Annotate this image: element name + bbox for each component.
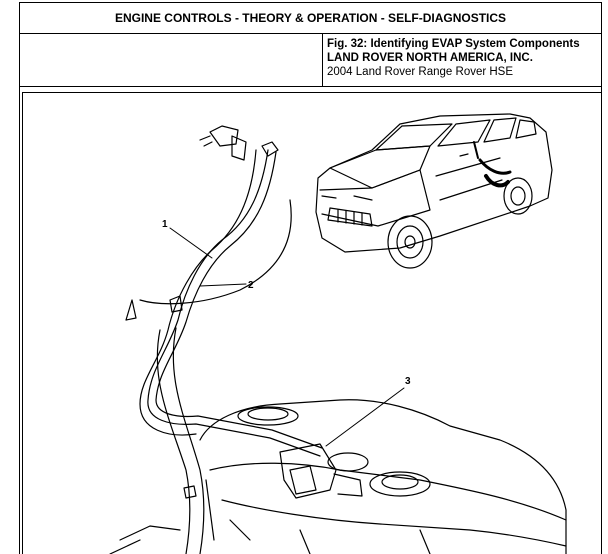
frame-top-rule [22, 92, 602, 93]
callout-3: 3 [405, 376, 411, 387]
header-title: ENGINE CONTROLS - THEORY & OPERATION - S… [114, 11, 507, 25]
callout-2: 2 [248, 280, 254, 291]
evap-hoses [109, 125, 323, 554]
caption-row: Fig. 32: Identifying EVAP System Compone… [19, 33, 602, 87]
frame-left-rule [19, 86, 20, 554]
frame-right-rule [601, 86, 602, 554]
company-name: LAND ROVER NORTH AMERICA, INC. [327, 52, 533, 64]
figure-caption: Fig. 32: Identifying EVAP System Compone… [322, 34, 602, 86]
fuel-tank-drawing [199, 399, 567, 554]
frame-inner-rule [22, 92, 23, 554]
vehicle-drawing [315, 113, 553, 269]
vehicle-name: 2004 Land Rover Range Rover HSE [327, 66, 514, 78]
figure-title: Fig. 32: Identifying EVAP System Compone… [327, 38, 580, 50]
callout-1: 1 [162, 219, 168, 230]
callout-leaders [169, 227, 405, 447]
